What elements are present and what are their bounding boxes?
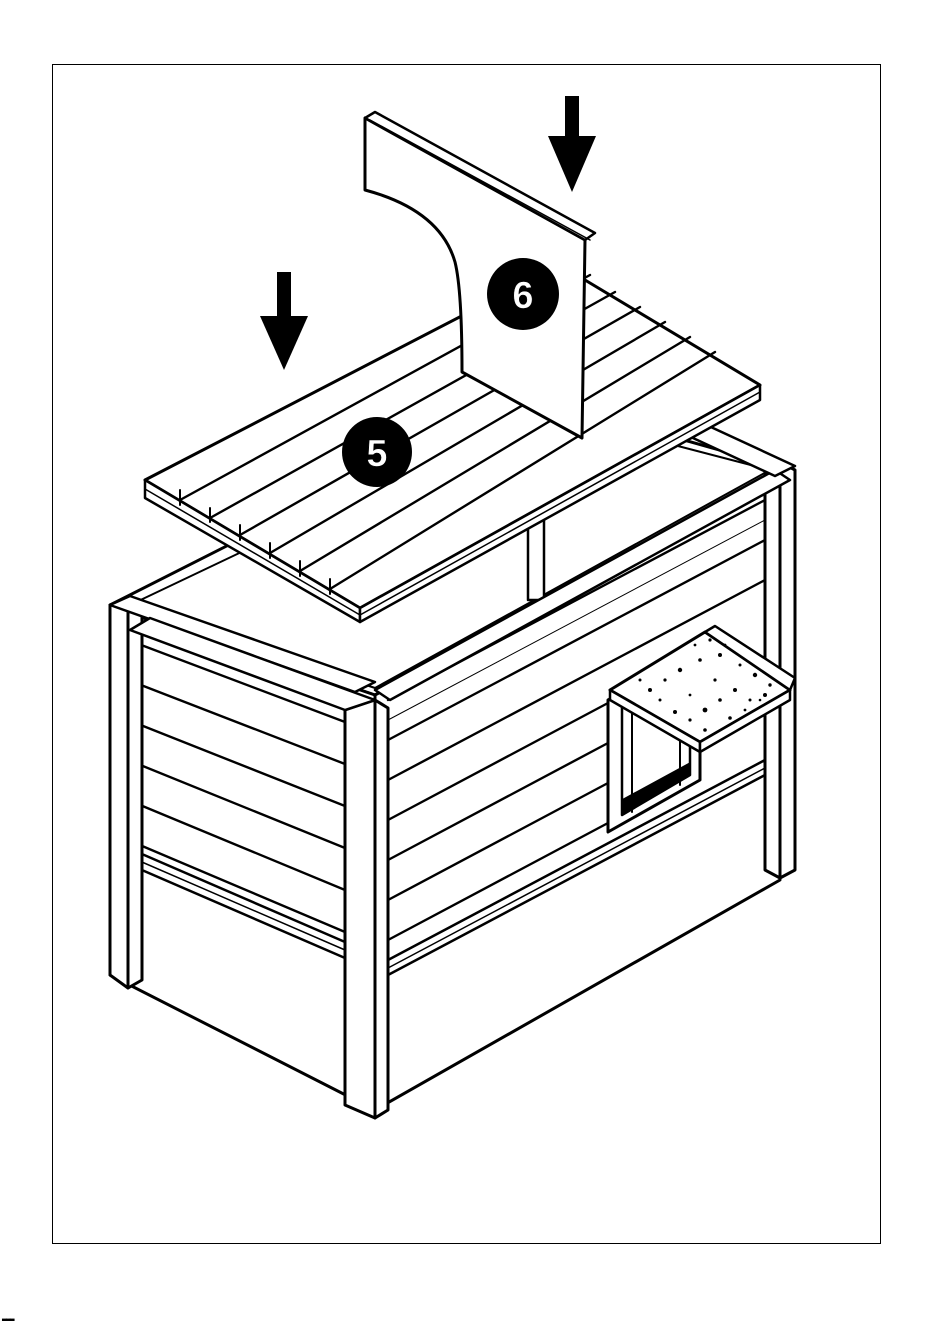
part-badge-5: 5	[342, 417, 412, 487]
part-label-6: 6	[512, 275, 533, 317]
footer-mark: ▂▂▂	[2, 1312, 13, 1321]
down-arrow-icon	[260, 272, 308, 370]
part-badge-6: 6	[487, 258, 559, 330]
part-label-5: 5	[366, 433, 387, 475]
down-arrow-icon	[548, 96, 596, 192]
